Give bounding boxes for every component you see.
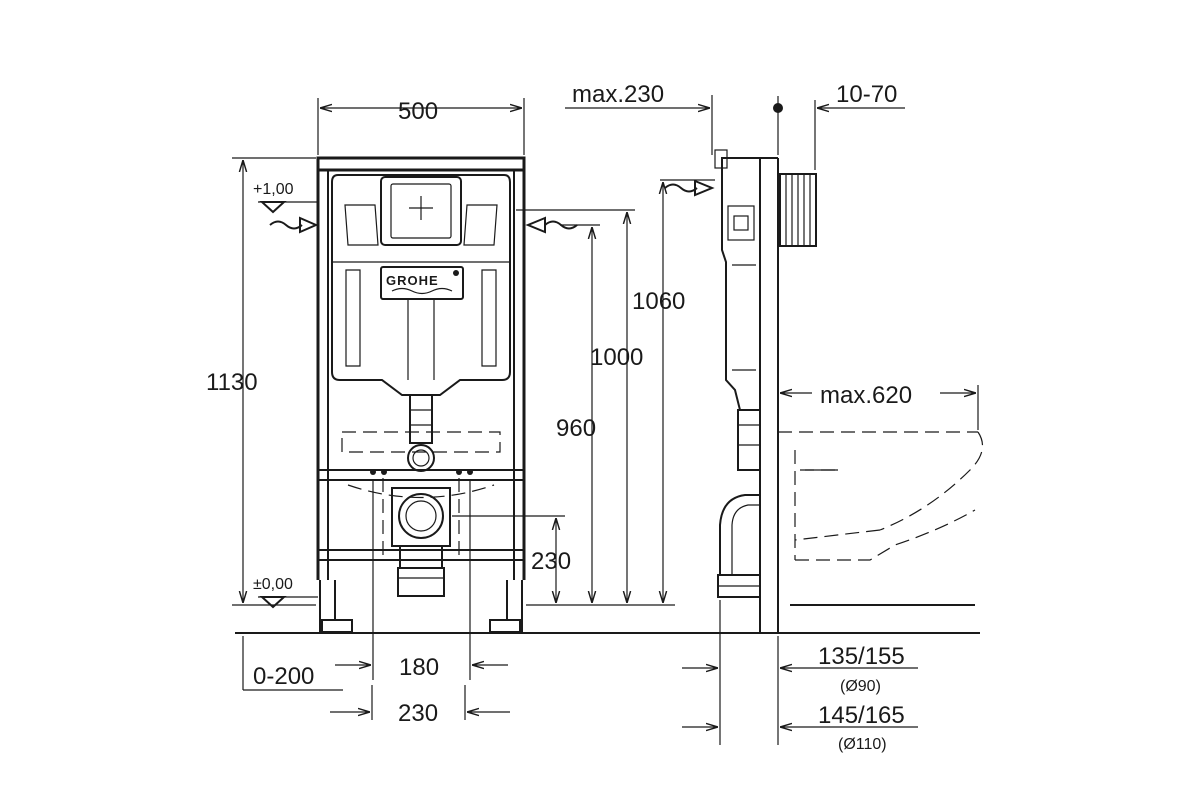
dim-1060: 1060 [632,179,715,603]
grohe-logo: GROHE [380,266,464,300]
svg-text:960: 960 [556,415,596,442]
dim-max-230: max.230 [565,81,713,155]
cistern-side [714,149,761,411]
dim-10-70: 10-70 [814,81,905,170]
dim-0-200: 0-200 [242,636,343,691]
dim-max-620: max.620 [780,378,979,430]
dim-230-bottom: 230 [330,685,510,727]
logo-text: GROHE [386,273,439,288]
level-marker-top: +1,00 [253,181,318,214]
front-view: GROHE [206,98,980,727]
svg-text:(Ø110): (Ø110) [838,736,887,753]
cistern [331,174,511,396]
side-view: max.230 10-70 max.620 135/155 (Ø90) [565,81,984,753]
dim-width: 500 [317,98,525,155]
water-supply-side [664,179,715,197]
svg-text:0-200: 0-200 [253,663,314,690]
svg-text:230: 230 [531,548,571,575]
svg-text:1000: 1000 [590,344,643,371]
flush-pipe [407,394,435,472]
dim-1000: 1000 [516,209,643,603]
svg-text:1130: 1130 [206,369,258,396]
svg-text:500: 500 [398,98,438,125]
wc-pan [778,431,984,606]
level-marker-zero: ±0,00 [253,576,318,609]
water-supply-left [269,216,319,234]
svg-text:135/155: 135/155 [818,643,905,670]
waste-elbow [717,494,761,598]
wall-axis-marker [773,96,783,155]
outlet-pipe [391,487,451,597]
flush-pipe-side [737,409,761,471]
dim-135-155: 135/155 (Ø90) [682,600,918,745]
front-frame [316,156,526,633]
dim-height-total: 1130 [206,157,316,606]
pan-outline [341,431,501,453]
level-top-label: +1,00 [253,181,294,198]
svg-text:180: 180 [399,654,439,681]
svg-text:145/165: 145/165 [818,702,905,729]
dim-180: 180 [335,480,508,681]
dim-960: 960 [556,224,600,603]
flush-plate [380,176,462,246]
svg-text:max.620: max.620 [820,382,912,409]
svg-text:max.230: max.230 [572,81,664,108]
wall-anchor [779,173,817,247]
svg-text:1060: 1060 [632,288,685,315]
dim-230-outlet: 230 [452,515,571,603]
svg-text:230: 230 [398,700,438,727]
mounting-bolts [370,469,473,560]
svg-text:(Ø90): (Ø90) [840,678,881,695]
dim-145-165: 145/165 (Ø110) [682,702,918,753]
level-zero-label: ±0,00 [253,576,293,593]
svg-text:10-70: 10-70 [836,81,897,108]
